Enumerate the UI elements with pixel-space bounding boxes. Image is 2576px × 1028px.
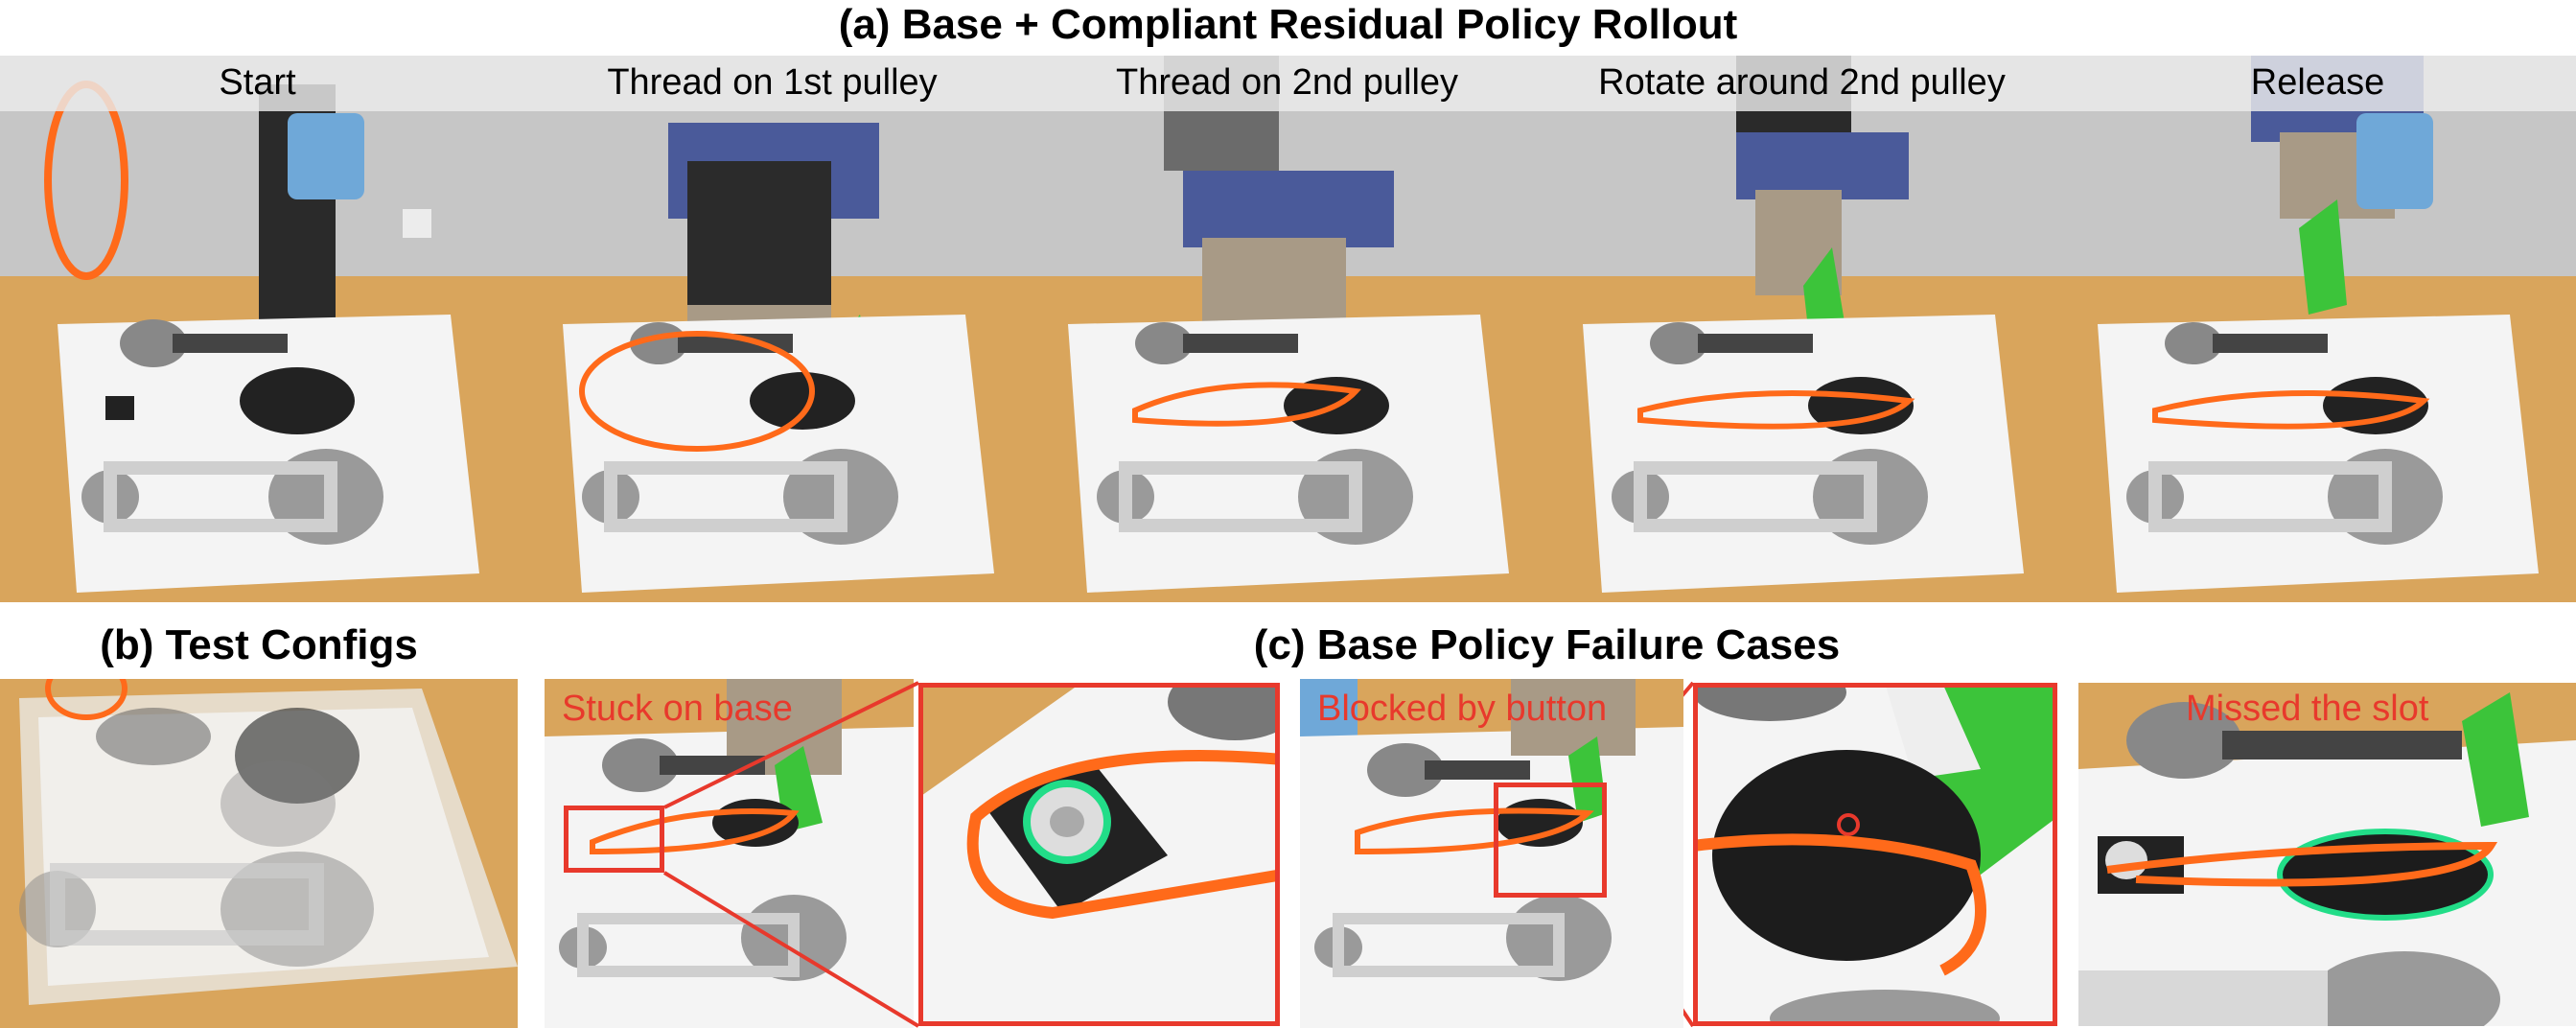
blocked-zoom-border xyxy=(1693,683,2057,1026)
rollout-frame-release: Release xyxy=(2059,56,2576,602)
failure-label-stuck: Stuck on base xyxy=(562,689,793,729)
rollout-frame-thread-2nd: Thread on 2nd pulley xyxy=(1030,56,1544,602)
section-b-title: (b) Test Configs xyxy=(100,621,418,668)
failure-label-missed: Missed the slot xyxy=(2186,689,2429,729)
failure-case-blocked-zoom xyxy=(1693,683,2057,1026)
stuck-zoom-scene xyxy=(918,683,1280,1026)
frame-caption-release: Release xyxy=(2250,62,2385,103)
caption-band xyxy=(515,56,1030,111)
failure-missed-scene xyxy=(2078,683,2576,1026)
rollout-frame-thread-1st: Thread on 1st pulley xyxy=(515,56,1030,602)
stuck-zoom-indicator xyxy=(564,806,664,873)
failure-stuck-scene xyxy=(545,679,914,1028)
failure-case-stuck-zoom xyxy=(918,683,1280,1026)
frame-caption-start: Start xyxy=(219,62,296,103)
blocked-zoom-scene xyxy=(1693,683,2057,1026)
stuck-zoom-border xyxy=(918,683,1280,1026)
frame-caption-rotate: Rotate around 2nd pulley xyxy=(1598,62,2006,103)
caption-band xyxy=(1544,56,2059,111)
blocked-zoom-indicator xyxy=(1494,783,1607,898)
failure-label-blocked: Blocked by button xyxy=(1317,689,1608,729)
failure-case-stuck-image: Stuck on base xyxy=(545,679,914,1028)
failure-blocked-scene xyxy=(1300,679,1683,1028)
section-c-title: (c) Base Policy Failure Cases xyxy=(1253,621,1841,668)
frame-caption-thread-1st: Thread on 1st pulley xyxy=(607,62,938,103)
section-a-title: (a) Base + Compliant Residual Policy Rol… xyxy=(838,1,1738,48)
rollout-frame-rotate: Rotate around 2nd pulley xyxy=(1544,56,2059,602)
caption-band xyxy=(2059,56,2576,111)
caption-band xyxy=(1030,56,1544,111)
caption-band xyxy=(0,56,515,111)
frame-caption-thread-2nd: Thread on 2nd pulley xyxy=(1115,62,1459,103)
rollout-scene-thread-1st xyxy=(515,56,1030,602)
test-configs-scene xyxy=(0,679,518,1028)
failure-case-missed-image: Missed the slot xyxy=(2078,683,2576,1026)
test-configs-image xyxy=(0,679,518,1028)
rollout-frame-start: Start xyxy=(0,56,515,602)
failure-case-blocked-image: Blocked by button xyxy=(1300,679,1683,1028)
